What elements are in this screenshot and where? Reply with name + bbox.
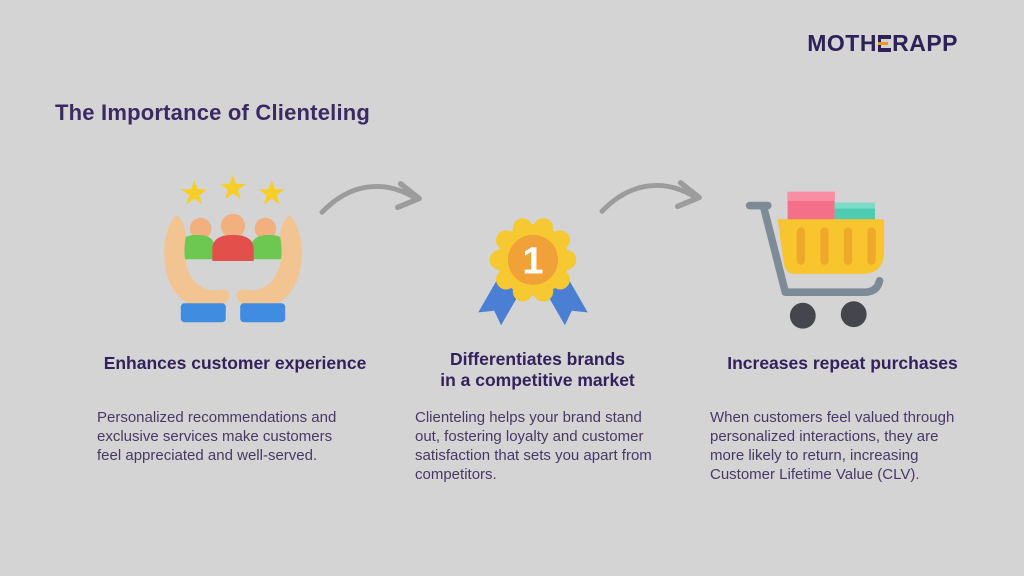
column-heading-differentiates-brands: Differentiates brands in a competitive m… — [440, 349, 635, 390]
cart-goods — [787, 191, 875, 223]
cart-basket-ridges — [796, 227, 876, 265]
number-one-label: 1 — [522, 241, 543, 283]
page-title: The Importance of Clienteling — [55, 100, 371, 125]
logo-stylized-e-icon — [877, 35, 891, 52]
cupped-hands-icon — [164, 215, 302, 323]
cart-handle — [745, 201, 884, 296]
logo-text-suffix: RAPP — [892, 30, 958, 56]
curved-arrow-icon — [599, 180, 702, 214]
column-body-customer-experience: Personalized recommendations and exclusi… — [97, 409, 337, 464]
column-body-repeat-purchases: When customers feel valued through perso… — [710, 409, 955, 483]
customer-care-icon — [164, 174, 302, 323]
shopping-cart-icon — [745, 191, 885, 329]
curved-arrow-icon — [319, 181, 422, 215]
column-heading-customer-experience: Enhances customer experience — [103, 353, 367, 373]
rating-stars-icon — [181, 174, 285, 205]
column-body-differentiates-brands: Clienteling helps your brand stand out, … — [415, 409, 652, 483]
customer-group-icon — [179, 213, 287, 261]
column-heading-repeat-purchases: Increases repeat purchases — [727, 353, 958, 373]
logo-text-prefix: MOTH — [807, 30, 877, 56]
cart-wheel — [789, 302, 816, 329]
motherapp-logo: MOTH RAPP — [807, 30, 958, 57]
first-place-award-icon: 1 — [478, 218, 588, 326]
cart-wheel — [840, 301, 867, 328]
